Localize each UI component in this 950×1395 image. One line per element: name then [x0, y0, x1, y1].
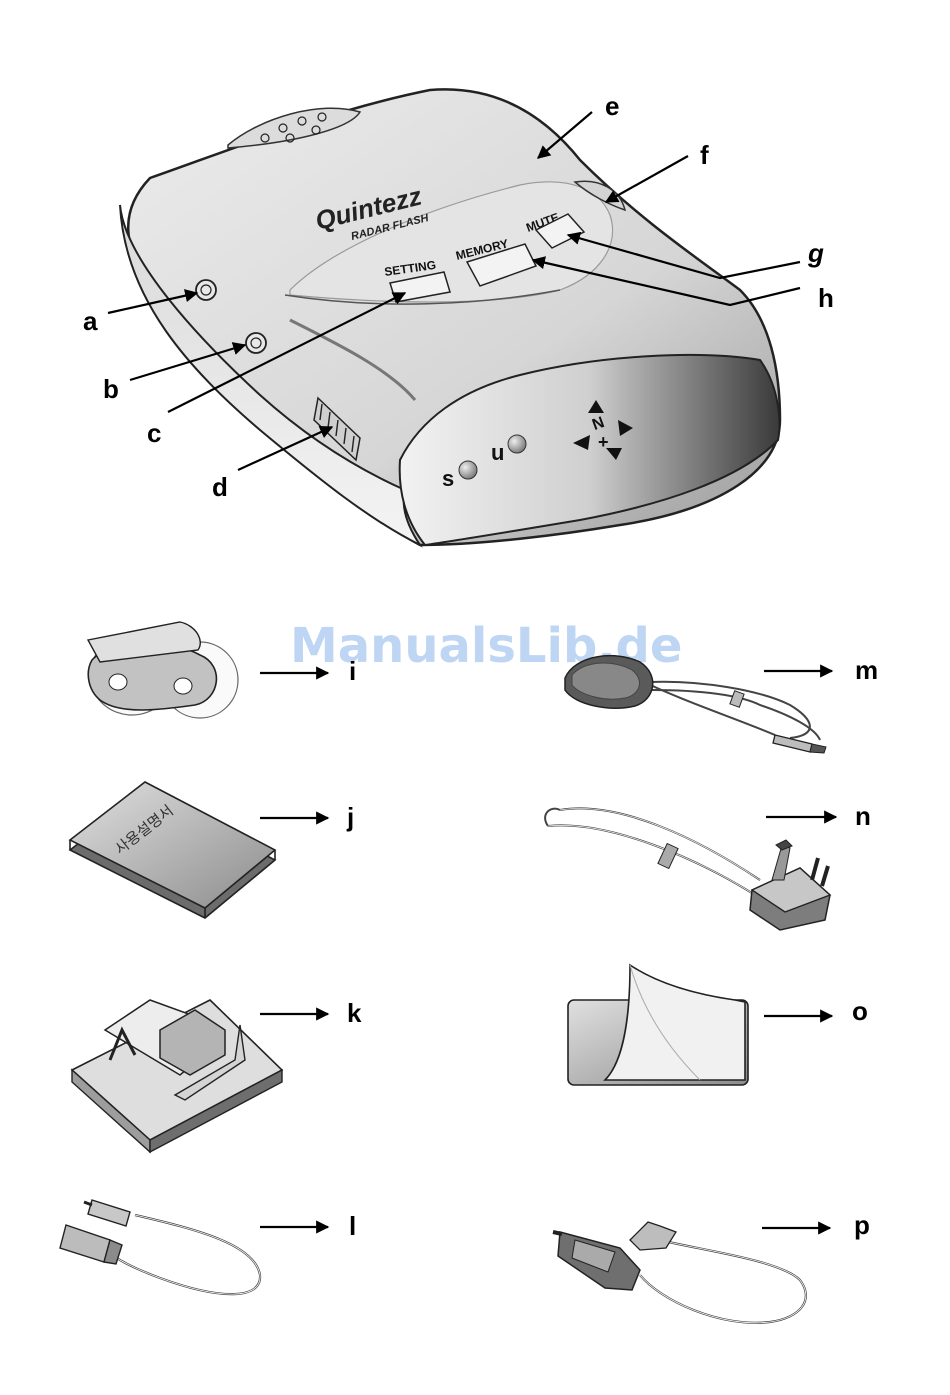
accessory-n-ac-adapter [545, 808, 830, 930]
callout-label-e: e [605, 91, 619, 121]
accessory-label-j: j [346, 802, 354, 832]
accessory-i-suction-mount [88, 622, 238, 718]
accessory-arrows [260, 671, 836, 1228]
accessory-j-manual-book: 사용설명서 [70, 782, 275, 918]
accessory-p-car-power-cord [553, 1222, 806, 1323]
callout-label-f: f [700, 140, 709, 170]
accessory-label-m: m [855, 655, 878, 685]
callout-label-d: d [212, 472, 228, 502]
jack-b [246, 333, 266, 353]
accessory-k-bracket [72, 1000, 282, 1152]
callout-line-f [606, 156, 688, 202]
callout-label-c: c [147, 418, 161, 448]
compass-plus: + [598, 432, 609, 452]
accessory-label-o: o [852, 996, 868, 1026]
callout-label-a: a [83, 306, 98, 336]
jack-a [196, 280, 216, 300]
led-u-label: u [491, 440, 504, 465]
led-u [508, 435, 526, 453]
callout-label-g: g [807, 238, 824, 268]
accessory-label-p: p [854, 1210, 870, 1240]
accessory-label-k: k [347, 998, 362, 1028]
led-s-label: s [442, 466, 454, 491]
led-s [459, 461, 477, 479]
callout-label-b: b [103, 374, 119, 404]
accessory-label-l: l [349, 1211, 356, 1241]
callout-label-h: h [818, 283, 834, 313]
accessory-o-adhesive-pad [568, 965, 748, 1085]
accessory-label-n: n [855, 801, 871, 831]
accessory-l-serial-cable [60, 1200, 260, 1294]
accessory-label-i: i [349, 656, 356, 686]
